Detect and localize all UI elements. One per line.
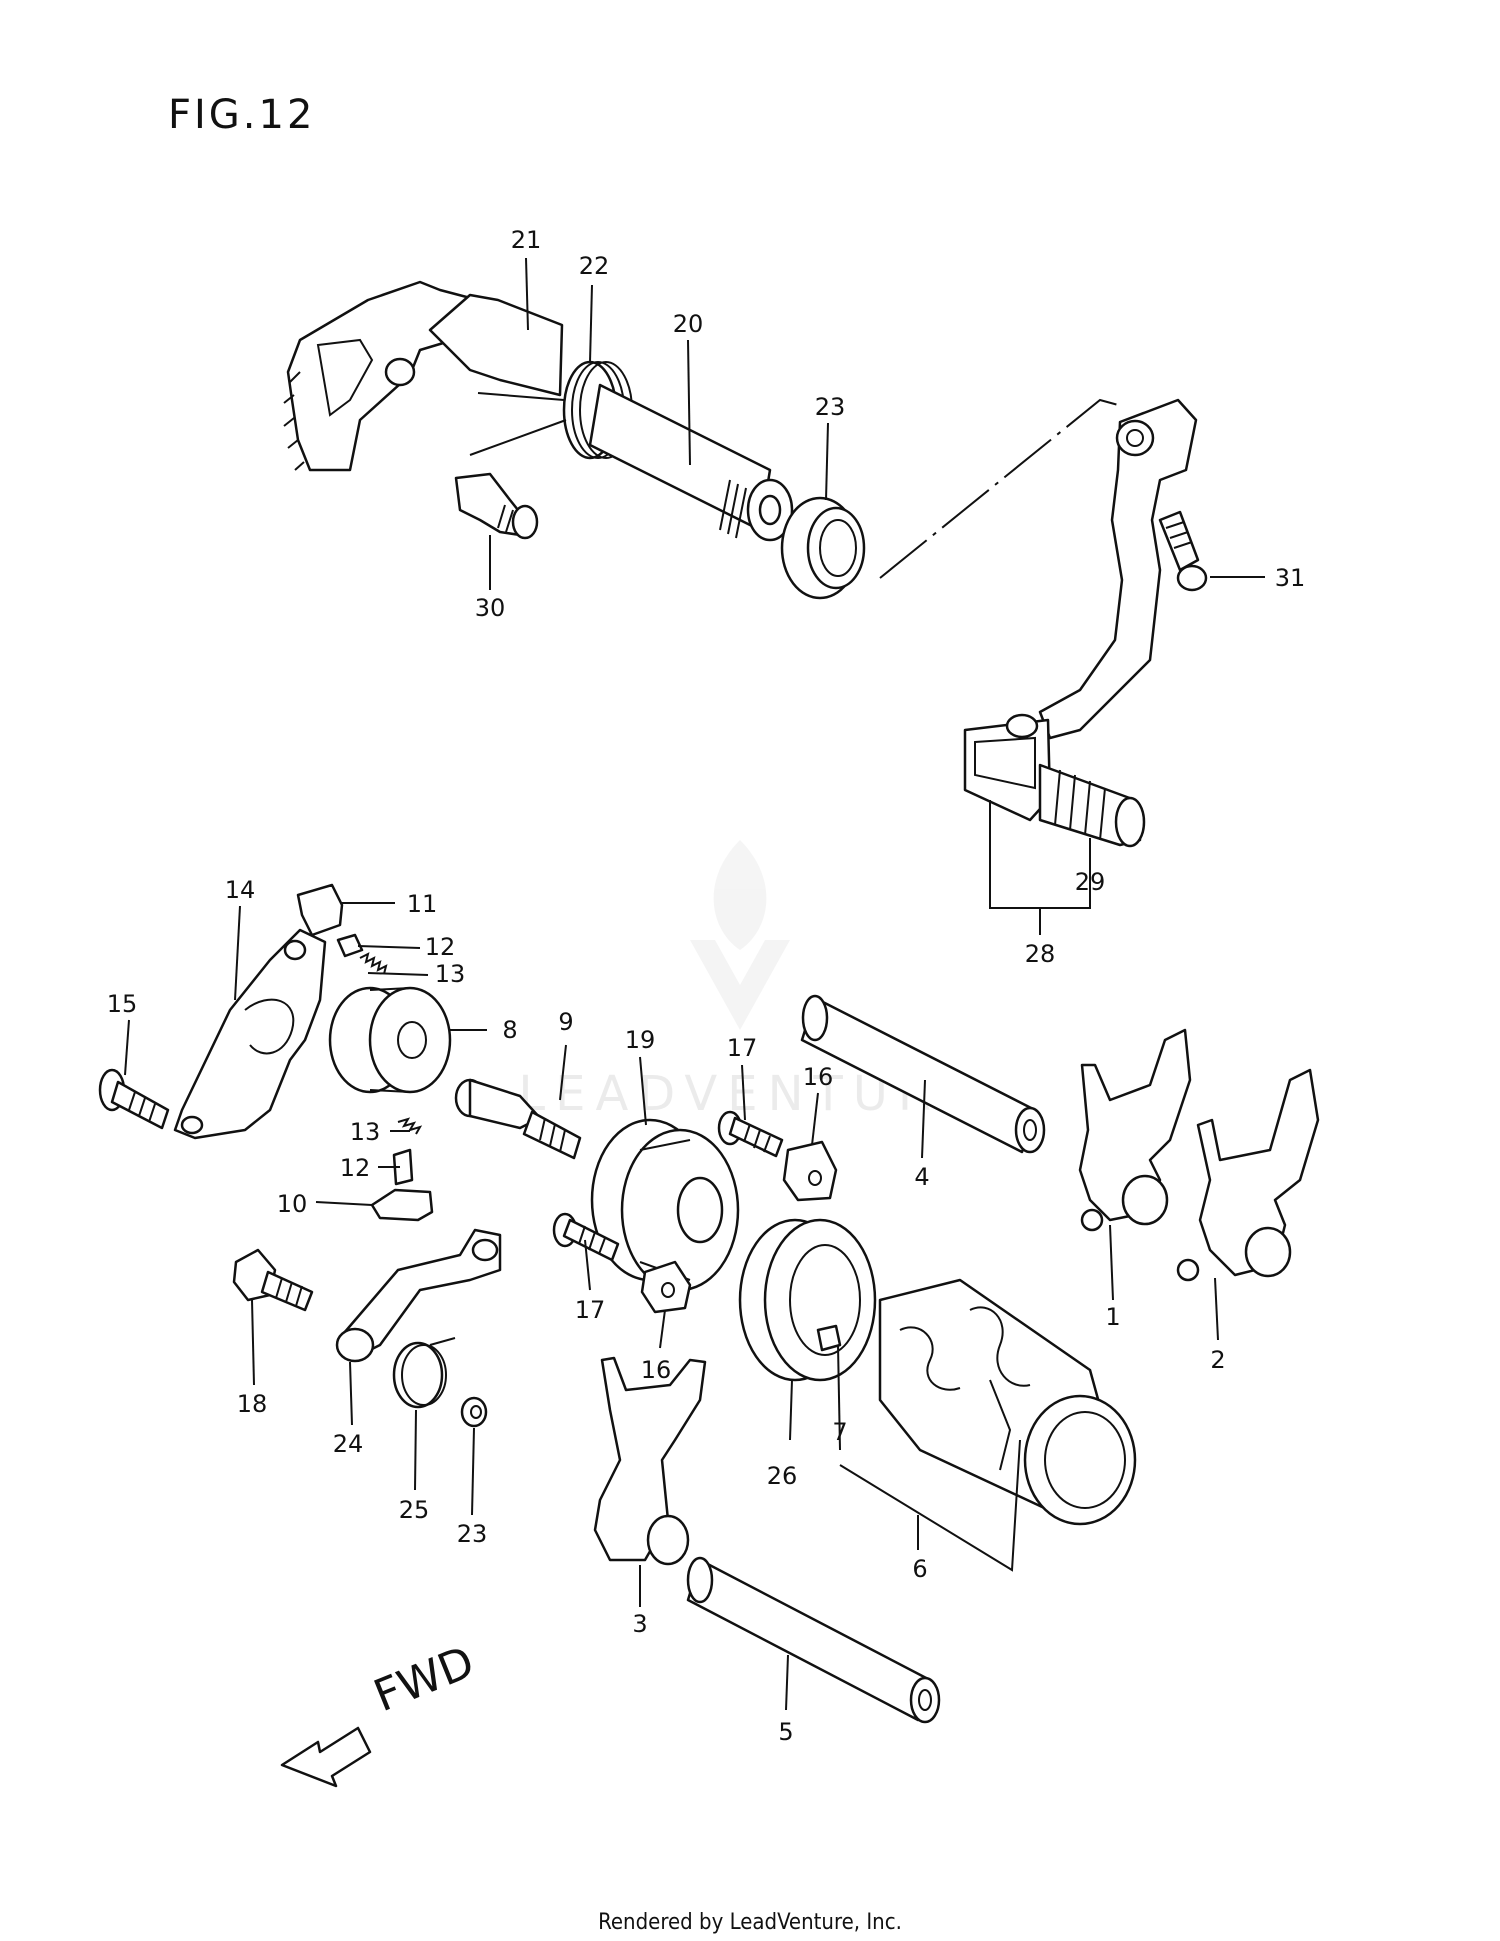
- part-24-shift-shaft: [588, 383, 794, 542]
- callout-2: 2: [1210, 1346, 1225, 1374]
- callout-16a: 16: [803, 1063, 834, 1091]
- part-16-guide-upper: [782, 1140, 838, 1202]
- callout-22: 25: [399, 1496, 430, 1524]
- callout-5: 5: [778, 1718, 793, 1746]
- part-28-bolt: [454, 472, 539, 540]
- callout-24: 20: [673, 310, 704, 338]
- callout-28: 30: [475, 594, 506, 622]
- part-13-spring-lower: [397, 1117, 423, 1135]
- part-25-shift-arm: [283, 280, 564, 472]
- callout-25: 21: [511, 226, 542, 254]
- callout-12a: 12: [425, 933, 456, 961]
- part-22-spring: [392, 1337, 456, 1409]
- callout-7: 7: [832, 1418, 847, 1446]
- callout-17a: 17: [727, 1034, 758, 1062]
- fwd-label: FWD: [367, 1636, 481, 1722]
- callout-18: 19: [625, 1026, 656, 1054]
- callout-30: 29: [1075, 868, 1106, 896]
- callout-8: 8: [502, 1016, 517, 1044]
- part-11-pawl-lifter: [296, 883, 344, 937]
- part-21-shift-arm: [335, 1228, 502, 1363]
- footer-credit: Rendered by LeadVenture, Inc.: [598, 1910, 902, 1935]
- part-30-lever-tip: [1038, 763, 1146, 848]
- part-2-shift-fork: [1176, 1068, 1320, 1282]
- callout-13b: 13: [350, 1118, 381, 1146]
- fwd-arrow-icon: [280, 1726, 372, 1788]
- callout-29: 28: [1025, 940, 1056, 968]
- part-15-screw: [98, 1068, 170, 1130]
- callout-27: 23: [815, 393, 846, 421]
- callout-9: 9: [558, 1008, 573, 1036]
- figure-title: FIG.12: [168, 92, 316, 138]
- part-9-bolt: [454, 1078, 582, 1160]
- part-18-cam-stopper: [590, 1118, 740, 1292]
- callout-17b: 17: [575, 1296, 606, 1324]
- callout-3: 3: [632, 1610, 647, 1638]
- part-1-shift-fork: [1078, 1028, 1192, 1232]
- fwd-indicator: FWD: [280, 1636, 481, 1788]
- part-16-guide-lower: [640, 1260, 692, 1314]
- callout-12b: 12: [340, 1154, 371, 1182]
- callout-16b: 16: [641, 1356, 672, 1384]
- callout-31: 31: [1275, 564, 1306, 592]
- part-17-screw-lower: [552, 1212, 620, 1262]
- callout-20: 23: [457, 1520, 488, 1548]
- part-19-bolt: [232, 1248, 314, 1312]
- callout-21: 24: [333, 1430, 364, 1458]
- callout-4: 4: [914, 1163, 929, 1191]
- leader-lines: [124, 257, 1265, 1711]
- callout-1: 1: [1105, 1303, 1120, 1331]
- callout-11: 11: [407, 890, 438, 918]
- callout-26: 22: [579, 252, 610, 280]
- part-31-lever-bolt: [1158, 510, 1208, 592]
- part-20-washer: [460, 1396, 488, 1428]
- part-14-stopper-plate: [173, 928, 327, 1140]
- callout-23: 26: [767, 1462, 798, 1490]
- callout-19: 18: [237, 1390, 268, 1418]
- part-23-bearing: [738, 1218, 877, 1382]
- part-12-pin-lower: [392, 1148, 414, 1186]
- callout-15: 15: [107, 990, 138, 1018]
- part-3-shift-fork: [593, 1356, 707, 1566]
- part-7-pin: [816, 1324, 842, 1352]
- part-5-fork-shaft: [686, 1556, 941, 1724]
- part-6-shift-cam: [878, 1278, 1137, 1526]
- part-13-spring-upper: [359, 952, 388, 975]
- part-29-gearshift-lever: [963, 398, 1198, 822]
- part-8-cam-driven-gear: [328, 986, 452, 1094]
- part-10-pawl: [370, 1188, 434, 1222]
- callout-10: 10: [277, 1190, 308, 1218]
- part-12-pin-upper: [336, 933, 364, 958]
- callout-6: 6: [912, 1555, 927, 1583]
- callout-labels: 21 22 20 23 30 31 29 28 14 11 12 13 8 15…: [107, 226, 1306, 1746]
- callout-14: 14: [225, 876, 256, 904]
- callout-13a: 13: [435, 960, 466, 988]
- part-4-fork-shaft: [800, 994, 1046, 1154]
- part-17-screw-upper: [717, 1110, 784, 1158]
- part-27-oil-seal: [780, 496, 866, 600]
